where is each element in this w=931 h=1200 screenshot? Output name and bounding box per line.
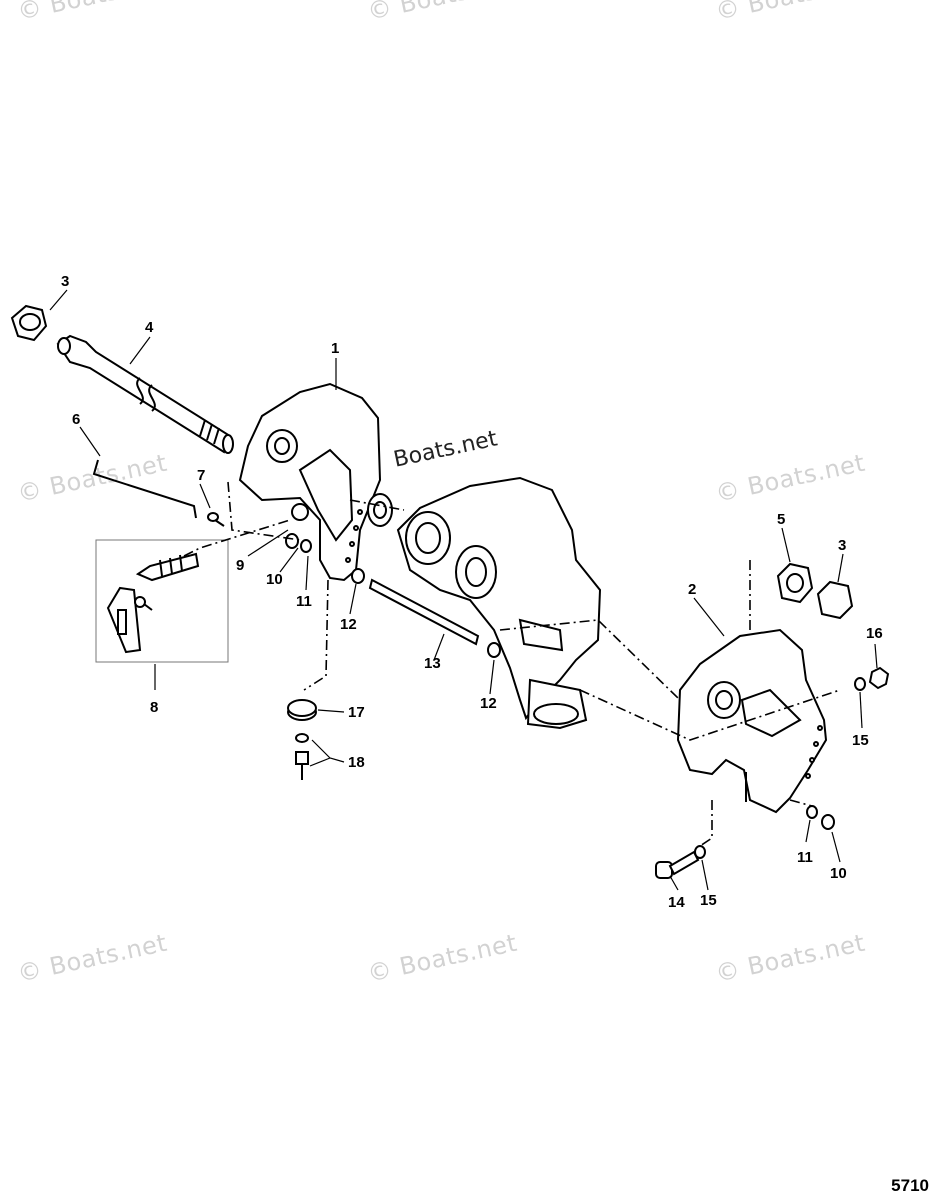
part-tube-4 [56, 334, 234, 454]
callout-2[interactable]: 2 [688, 581, 697, 598]
callout-14[interactable]: 14 [668, 894, 685, 911]
part-tilt-lock-8 [106, 552, 200, 654]
callout-4[interactable]: 4 [145, 319, 154, 336]
part-nut-10-right [821, 814, 835, 830]
part-screw-7 [207, 512, 225, 527]
part-clamp-bracket-1 [238, 382, 393, 582]
part-bolt-14 [655, 850, 700, 879]
figure-id: 5710 [891, 1176, 929, 1195]
callout-11-right[interactable]: 11 [797, 849, 813, 866]
callout-17[interactable]: 17 [348, 704, 365, 721]
part-nut-11-right [806, 805, 818, 819]
part-rod-6 [92, 459, 197, 519]
part-clamp-bracket-2 [676, 628, 828, 814]
part-bushing-5 [776, 562, 814, 604]
callout-3-right[interactable]: 3 [838, 537, 847, 554]
callout-3-left[interactable]: 3 [61, 273, 70, 290]
part-nut-3-left [10, 304, 48, 342]
callout-6[interactable]: 6 [72, 411, 81, 428]
part-nut-3-right [816, 580, 854, 620]
callout-13[interactable]: 13 [424, 655, 441, 672]
callout-18[interactable]: 18 [348, 754, 365, 771]
part-rod-13 [368, 578, 480, 646]
part-8-group-box [95, 539, 229, 663]
leader-lines [49, 289, 878, 891]
callout-15-bottom[interactable]: 15 [700, 892, 717, 909]
part-washer-9 [285, 533, 299, 549]
part-nut-16 [868, 666, 890, 690]
callout-10-right[interactable]: 10 [830, 865, 847, 882]
callout-15-right[interactable]: 15 [852, 732, 869, 749]
callout-8[interactable]: 8 [150, 699, 159, 716]
part-nut-10-left [300, 539, 312, 553]
part-washer-12-left [351, 568, 365, 584]
part-pad-17 [287, 699, 317, 721]
part-washer-15-right [854, 677, 866, 691]
callout-10-left[interactable]: 10 [266, 571, 283, 588]
callout-11-left[interactable]: 11 [296, 593, 312, 610]
callout-12-right[interactable]: 12 [480, 695, 497, 712]
part-washer-15-bottom [694, 845, 706, 859]
callout-5[interactable]: 5 [777, 511, 786, 528]
callout-7[interactable]: 7 [197, 467, 206, 484]
assembly-lines [183, 481, 841, 847]
callout-16[interactable]: 16 [866, 625, 883, 642]
callout-12-left[interactable]: 12 [340, 616, 357, 633]
part-screw-18 [295, 733, 309, 780]
part-washer-12-right [487, 642, 501, 658]
part-swivel-bracket [396, 476, 602, 730]
callout-9[interactable]: 9 [236, 557, 245, 574]
callout-1[interactable]: 1 [331, 340, 340, 357]
